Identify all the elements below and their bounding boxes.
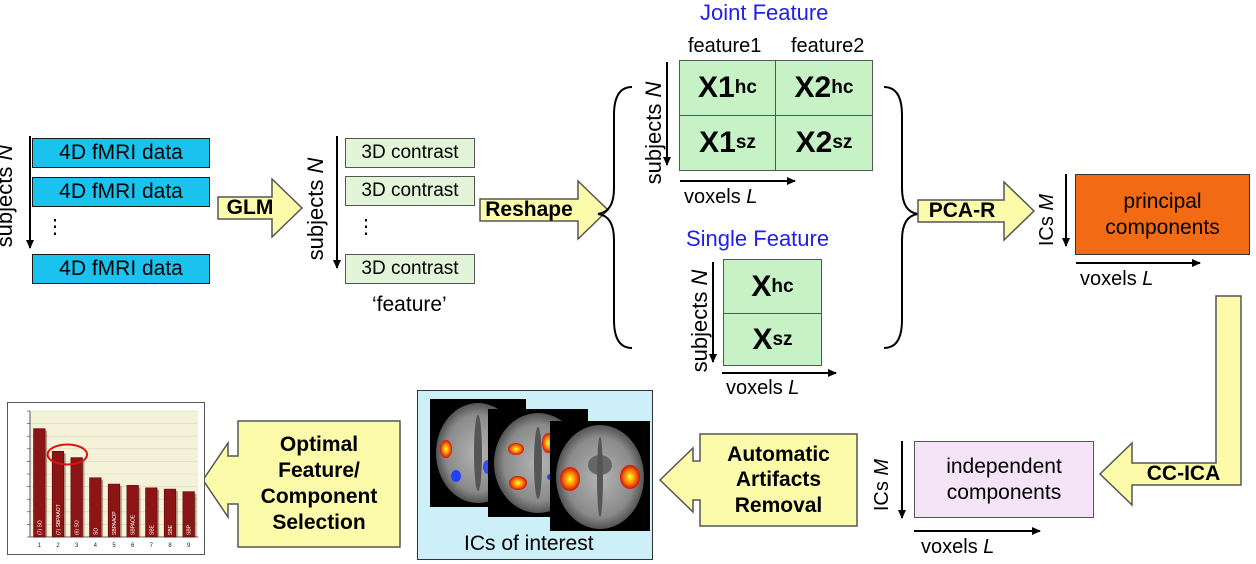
contrast-row-2: 3D contrast [345, 176, 475, 206]
fmri-axis-label: subjects N [0, 145, 17, 248]
glm-arrow [217, 177, 304, 239]
pc-voxels-label: voxels L [1080, 268, 1154, 290]
independent-components-box: independent components [914, 441, 1094, 518]
reshape-label: Reshape [485, 198, 573, 221]
contrast-ellipsis: ⋮ [356, 216, 376, 238]
glm-label: GLM [226, 196, 274, 219]
brain-slices [430, 399, 650, 531]
contrast-row-3: 3D contrast [345, 254, 475, 284]
artifacts-label: Automatic Artifacts Removal [727, 443, 830, 517]
contrast-row-1: 3D contrast [345, 138, 475, 168]
chart-bar-label: SBE [168, 524, 174, 535]
chart-bar [107, 483, 121, 538]
ics-of-interest-caption: ICs of interest [464, 532, 594, 555]
chart-highlight-ellipse [46, 443, 89, 466]
ic-label-line1: independent [946, 455, 1062, 479]
contrast-axis-label: subjects N [303, 157, 328, 261]
chart-bar-label: SO [93, 528, 99, 535]
selection-arrow [202, 420, 401, 548]
ic-voxels-label: voxels L [921, 536, 995, 558]
artifacts-arrow [658, 433, 858, 527]
chart-bar [163, 488, 177, 538]
right-brace [883, 86, 919, 349]
feature-selection-chart: (7) SO 1 (7) SBPAAOT 2 (6) SO 3 SO 4 SBPAAOP 5 SBP… [7, 402, 205, 555]
chart-bar-label: SBPAAOP [112, 511, 118, 535]
single-feature-title: Single Feature [686, 226, 830, 251]
pc-axis-label: ICs M [1036, 193, 1058, 247]
chart-bar [89, 477, 102, 538]
chart-bar-label: SBPAOE [131, 514, 137, 535]
ic-label-line2: components [946, 480, 1062, 504]
chart-bar [126, 485, 139, 538]
chart-bar-label: (6) SO [75, 520, 81, 535]
chart-x-tick-label: 7 [150, 543, 154, 549]
chart-bar [145, 487, 158, 538]
single-voxels-label: voxels L [726, 377, 800, 399]
left-brace [597, 86, 633, 349]
fmri-data-row-1: 4D fMRI data [32, 138, 210, 168]
chart-bar [182, 491, 195, 538]
joint-col2-label: feature2 [791, 35, 865, 57]
chart-x-tick-label: 2 [56, 543, 60, 549]
joint-col1-label: feature1 [688, 35, 762, 57]
pcar-label: PCA-R [928, 199, 996, 222]
ccica-arrow [1098, 295, 1242, 507]
chart-bar [51, 451, 65, 538]
chart-x-tick-label: 9 [187, 543, 191, 549]
joint-feature-title: Joint Feature [700, 0, 829, 25]
chart-x-tick-label: 1 [38, 543, 42, 549]
chart-bar-label: SBP [187, 524, 193, 535]
fmri-data-row-2: 4D fMRI data [32, 177, 210, 207]
ic-axis-label: ICs M [871, 458, 893, 512]
selection-label: Optimal Feature/ Component Selection [260, 432, 378, 535]
principal-components-box: principal components [1075, 174, 1250, 255]
chart-bar [70, 457, 83, 538]
chart-x-tick-label: 4 [94, 543, 98, 549]
chart-x-tick-label: 6 [131, 543, 135, 549]
joint-axis-label: subjects N [641, 81, 666, 185]
fmri-data-row-3: 4D fMRI data [32, 254, 210, 284]
feature-caption: ‘feature’ [372, 293, 447, 316]
chart-x-tick-label: 8 [168, 543, 172, 549]
chart-plot: (7) SO 1 (7) SBPAAOT 2 (6) SO 3 SO 4 SBPAAOP 5 SBP… [27, 410, 198, 549]
reshape-arrow [479, 179, 610, 241]
pcar-arrow [917, 180, 1036, 242]
chart-bar [33, 428, 46, 538]
chart-x-tick-label: 3 [75, 543, 79, 549]
chart-x-tick-label: 5 [112, 543, 116, 549]
single-axis-label: subjects N [687, 269, 712, 373]
fmri-ellipsis: ⋮ [45, 216, 65, 238]
pc-label-line2: components [1105, 215, 1220, 239]
joint-voxels-label: voxels L [684, 186, 758, 208]
chart-bar-label: (7) SO [37, 520, 43, 535]
pc-label-line1: principal [1123, 190, 1202, 214]
chart-bar-label: SBE [149, 524, 155, 535]
chart-bar-label: (7) SBPAAOT [56, 504, 62, 535]
ccica-label: CC-ICA [1146, 462, 1221, 485]
ics-of-interest-panel: ICs of interest [417, 390, 653, 560]
